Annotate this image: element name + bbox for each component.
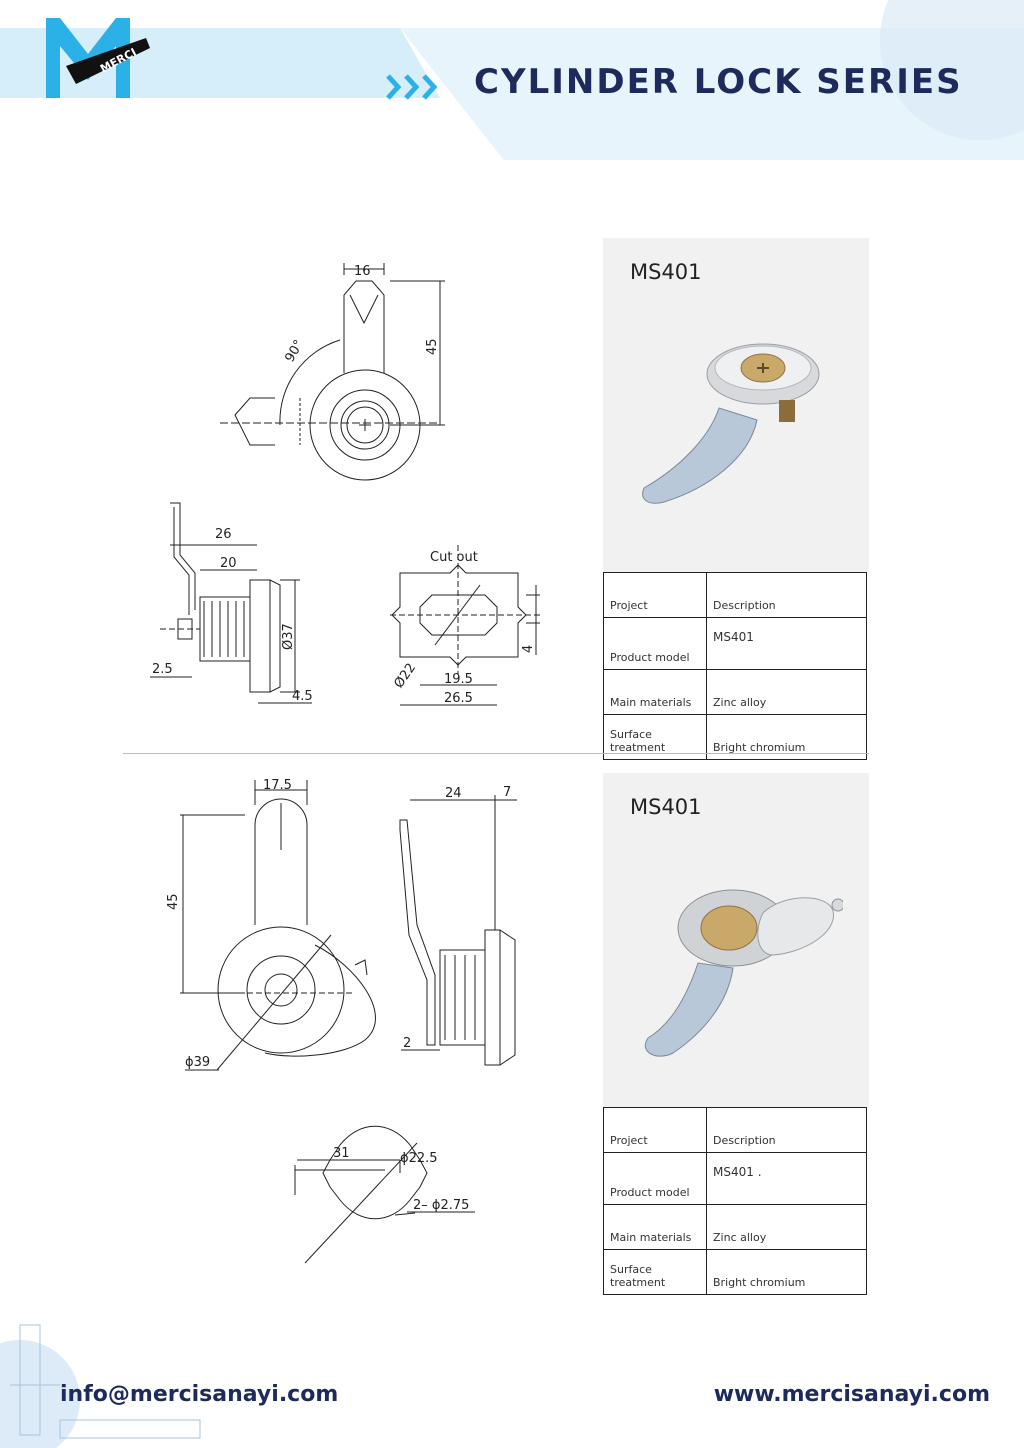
dim-45: 45 [425, 338, 440, 355]
spec-value: Description [706, 572, 867, 618]
footer-email-link[interactable]: info@mercisanayi.com [60, 1382, 339, 1407]
dim-17-5: 17.5 [263, 778, 292, 793]
spec-label: Product model [603, 1152, 707, 1205]
dim-37: Ø37 [281, 623, 296, 650]
dim-holes: 2– ϕ2.75 [413, 1198, 469, 1213]
angle-90: 90° [282, 338, 307, 365]
page-title: CYLINDER LOCK SERIES [474, 62, 963, 102]
dim-24: 24 [445, 786, 462, 801]
dim-16: 16 [354, 264, 371, 279]
spec-value: Zinc alloy [706, 1204, 867, 1250]
dim-7: 7 [503, 785, 511, 800]
footer-decoration [0, 1324, 201, 1448]
spec-value: Description [706, 1107, 867, 1153]
dim-4-5: 4.5 [292, 689, 313, 704]
spec-value: Bright chromium [706, 714, 867, 760]
dim-19-5: 19.5 [444, 672, 473, 687]
footer-website-link[interactable]: www.mercisanayi.com [713, 1382, 990, 1407]
dim-22-5: ϕ22.5 [400, 1151, 438, 1166]
technical-drawing-2: 17.5 45 ϕ39 24 7 2 31 ϕ22.5 2– ϕ2.75 [166, 778, 517, 1264]
product-panel-2: MS401 [603, 773, 869, 1107]
dim-39: ϕ39 [185, 1055, 210, 1070]
spec-value: MS401 . [706, 1152, 867, 1205]
dim-2-5: 2.5 [152, 662, 173, 677]
chevron-arrows-icon [386, 74, 438, 100]
dim-4: 4 [521, 645, 536, 653]
cutout-label: Cut out [430, 550, 478, 565]
spec-label: Product model [603, 617, 707, 670]
lock-image-2 [645, 889, 843, 1057]
dim-2: 2 [403, 1036, 411, 1051]
dim-31: 31 [333, 1146, 350, 1161]
technical-drawing-1: 16 45 90° 26 20 Ø37 2.5 4.5 Cut out 4 Ø2… [150, 263, 540, 706]
spec-label: Project [603, 572, 707, 618]
section-divider [123, 753, 869, 754]
spec-label: Project [603, 1107, 707, 1153]
spec-label: Main materials [603, 669, 707, 715]
lock-image-1 [642, 343, 820, 504]
product-model-title: MS401 [630, 795, 702, 819]
dim-20: 20 [220, 556, 237, 571]
brand-logo: MERCI [46, 18, 154, 102]
spec-value: Zinc alloy [706, 669, 867, 715]
spec-value: MS401 [706, 617, 867, 670]
spec-label: Surface treatment [603, 1249, 707, 1295]
product-panel-1: MS401 [603, 238, 869, 572]
dim-26-5: 26.5 [444, 691, 473, 706]
spec-label: Surface treatment [603, 714, 707, 760]
spec-label: Main materials [603, 1204, 707, 1250]
dim-45: 45 [166, 893, 181, 910]
spec-value: Bright chromium [706, 1249, 867, 1295]
dim-26: 26 [215, 527, 232, 542]
dim-22: Ø22 [391, 661, 419, 692]
product-model-title: MS401 [630, 260, 702, 284]
